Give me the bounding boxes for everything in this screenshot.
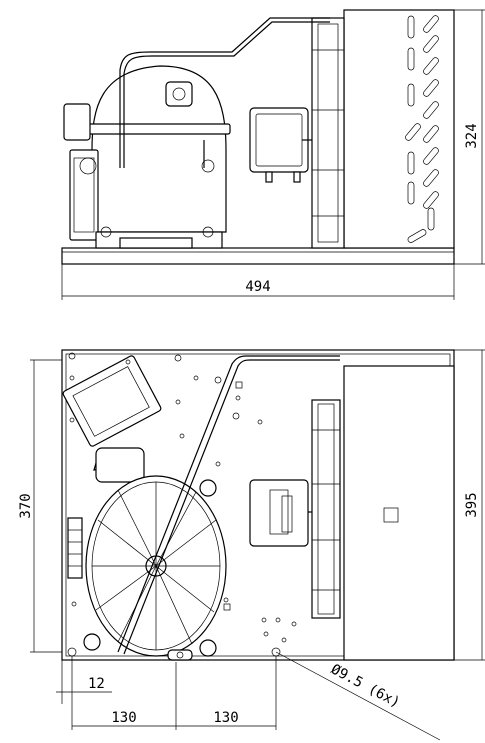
dimension-height: 324 xyxy=(454,9,485,265)
width-label: 494 xyxy=(245,279,270,295)
electrical-box xyxy=(62,355,162,447)
hole-spacing-left-label: 130 xyxy=(111,710,136,726)
hole-offset-label: 12 xyxy=(88,676,105,692)
fan-shroud xyxy=(311,17,345,249)
dimension-width: 494 xyxy=(61,264,455,300)
hole-callout: Ø9.5 (6x) xyxy=(275,651,441,741)
dimension-hole-spacing: 130 130 xyxy=(72,656,277,730)
frame-depth-label: 395 xyxy=(464,492,480,517)
top-condenser xyxy=(343,365,455,661)
depth-label: 370 xyxy=(18,493,34,518)
dimension-frame-depth: 395 xyxy=(454,349,485,661)
side-base-plate xyxy=(61,247,455,265)
dimension-depth: 370 xyxy=(18,359,62,653)
side-view xyxy=(61,9,455,265)
top-discharge-pipe xyxy=(117,355,340,653)
compressor-spokes xyxy=(92,482,220,650)
condenser-fins xyxy=(405,15,439,243)
top-view xyxy=(61,349,455,661)
fan-motor xyxy=(249,107,312,183)
compressor-side xyxy=(63,65,231,249)
compressor-top xyxy=(67,447,227,661)
base-holes xyxy=(67,352,297,657)
hole-spacing-right-label: 130 xyxy=(213,710,238,726)
discharge-pipe xyxy=(119,17,330,168)
height-label: 324 xyxy=(464,123,480,148)
condenser-coil xyxy=(343,9,455,249)
top-fan-shroud xyxy=(311,399,341,619)
top-fan-motor xyxy=(249,479,312,547)
dimension-hole-offset: 12 xyxy=(56,656,112,730)
